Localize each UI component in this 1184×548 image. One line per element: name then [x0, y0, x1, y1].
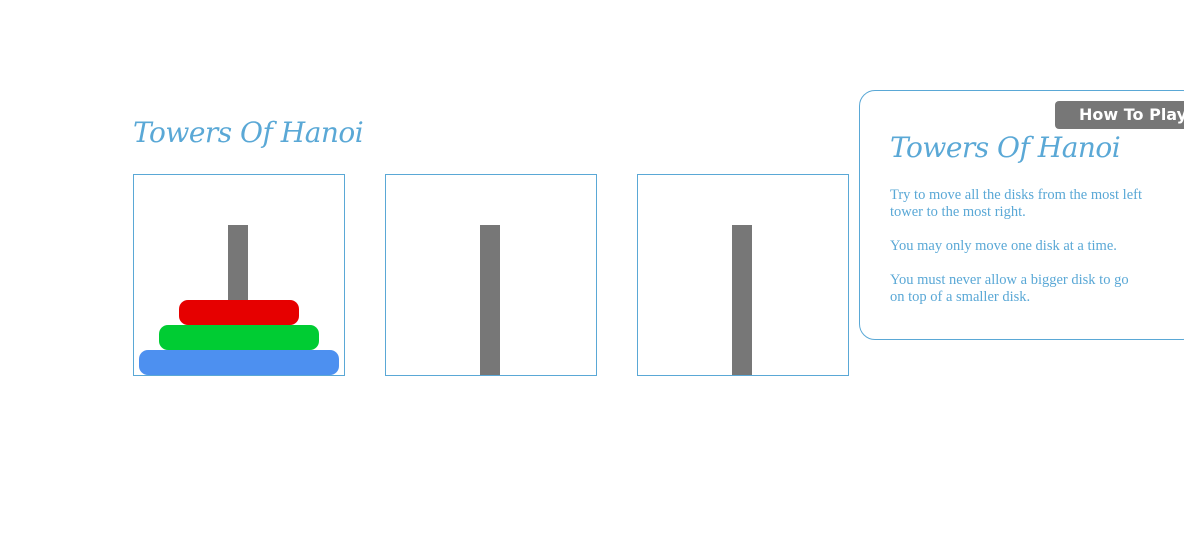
info-panel: How To Play Towers Of Hanoi Try to move …	[859, 90, 1184, 340]
game-title: Towers Of Hanoi	[133, 116, 364, 149]
tower-1[interactable]	[133, 174, 345, 376]
instruction-text: You must never allow a bigger disk to go…	[890, 272, 1129, 305]
disk-large[interactable]	[139, 350, 339, 375]
disk-medium[interactable]	[159, 325, 319, 350]
tower-2[interactable]	[385, 174, 597, 376]
instruction-text: Try to move all the disks from the most …	[890, 187, 1142, 220]
disk-small[interactable]	[179, 300, 299, 325]
peg-3	[732, 225, 752, 375]
instruction-text: You may only move one disk at a time.	[890, 238, 1117, 254]
tower-3[interactable]	[637, 174, 849, 376]
peg-2	[480, 225, 500, 375]
info-title: Towers Of Hanoi	[890, 131, 1121, 164]
how-to-play-button[interactable]: How To Play	[1055, 101, 1184, 129]
